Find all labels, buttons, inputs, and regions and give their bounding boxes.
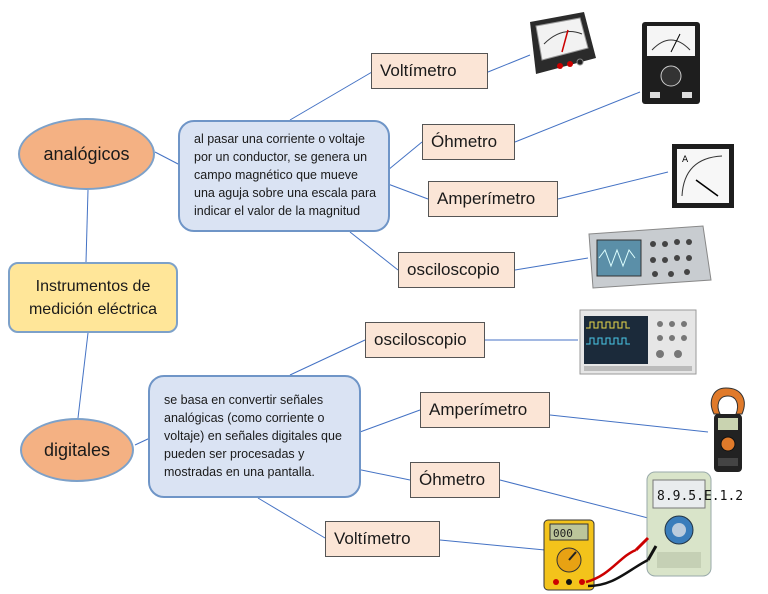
analog-ohmmeter-image xyxy=(642,22,700,104)
connector-voltimetro-d-pic xyxy=(439,539,546,551)
central-node: Instrumentos de medición eléctrica xyxy=(8,262,178,333)
analog-category: analógicos xyxy=(18,118,155,190)
analog-oscilloscope-image xyxy=(588,225,712,289)
analog-ohmetro-text: Óhmetro xyxy=(431,132,498,151)
connector-desc-voltimetro-d xyxy=(257,497,326,539)
analog-amperimetro-text: Amperímetro xyxy=(437,189,536,208)
connector-desc-ohmetro-a xyxy=(387,141,423,171)
multimeter-display-text: 8.9.5.E.1.2 xyxy=(657,489,743,504)
analog-voltimetro-text: Voltímetro xyxy=(380,61,457,80)
digital-oscilloscope-image xyxy=(579,309,697,375)
connector-desc-voltimetro-a xyxy=(289,71,373,121)
digital-voltimetro-label: Voltímetro xyxy=(325,521,440,557)
analog-osciloscopio-label: osciloscopio xyxy=(398,252,515,288)
digital-osciloscopio-label: osciloscopio xyxy=(365,322,485,358)
digital-ohmmeter-image: 8.9.5.E.1.2 xyxy=(646,471,743,577)
analog-category-label: analógicos xyxy=(43,143,130,164)
digital-description: se basa en convertir señales analógicas … xyxy=(148,375,361,498)
analog-voltmeter-image xyxy=(530,12,596,74)
digital-clamp-meter-image xyxy=(710,387,745,472)
digital-amperimetro-text: Amperímetro xyxy=(429,400,528,419)
connector-amperimetro-a-pic xyxy=(557,171,669,200)
svg-text:000: 000 xyxy=(553,527,573,540)
analog-amperimetro-label: Amperímetro xyxy=(428,181,558,217)
connector-analog-desc xyxy=(154,151,181,166)
analog-description: al pasar una corriente o voltaje por un … xyxy=(178,120,390,232)
digital-multimeter-image: 000 xyxy=(543,519,658,591)
connector-ohmetro-a-pic xyxy=(514,91,641,143)
digital-ohmetro-text: Óhmetro xyxy=(419,470,486,489)
connector-analog-central xyxy=(85,189,89,263)
svg-text:A: A xyxy=(682,155,689,165)
connector-voltimetro-a-pic xyxy=(487,54,531,73)
connector-desc-osciloscopio-d xyxy=(289,339,366,376)
digital-amperimetro-label: Amperímetro xyxy=(420,392,550,428)
connector-desc-osciloscopio-a xyxy=(349,231,399,271)
connector-desc-amperimetro-a xyxy=(387,183,429,200)
digital-ohmetro-label: Óhmetro xyxy=(410,462,500,498)
connector-ohmetro-d-pic xyxy=(499,479,649,519)
connector-central-digital xyxy=(77,332,89,419)
analog-description-text: al pasar una corriente o voltaje por un … xyxy=(194,132,377,218)
digital-category: digitales xyxy=(20,418,134,482)
digital-description-text: se basa en convertir señales analógicas … xyxy=(164,393,342,479)
connector-osciloscopio-a-pic xyxy=(514,257,589,271)
connector-amperimetro-d-pic xyxy=(549,414,709,433)
analog-osciloscopio-text: osciloscopio xyxy=(407,260,500,279)
digital-voltimetro-text: Voltímetro xyxy=(334,529,411,548)
analog-ohmetro-label: Óhmetro xyxy=(422,124,515,160)
digital-osciloscopio-text: osciloscopio xyxy=(374,330,467,349)
analog-voltimetro-label: Voltímetro xyxy=(371,53,488,89)
analog-ammeter-image: A xyxy=(672,144,734,208)
connector-desc-amperimetro-d xyxy=(359,409,421,433)
digital-category-label: digitales xyxy=(43,439,111,460)
connector-digital-desc xyxy=(134,437,151,446)
central-node-label: Instrumentos de medición eléctrica xyxy=(28,277,158,318)
